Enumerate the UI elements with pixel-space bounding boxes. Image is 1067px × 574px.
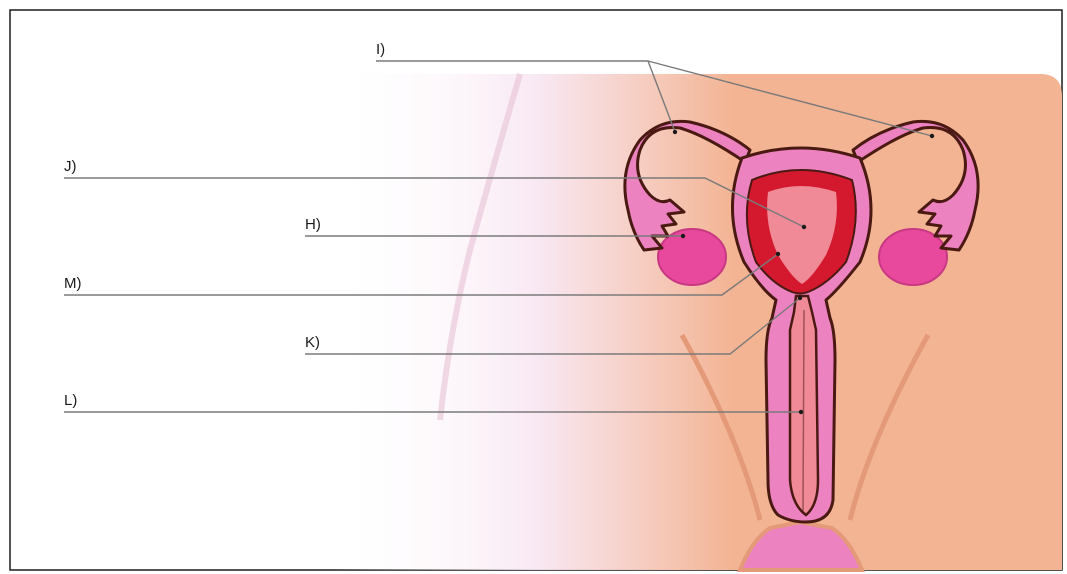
label-k: K) bbox=[305, 334, 320, 351]
label-i: I) bbox=[376, 41, 385, 58]
label-m: M) bbox=[64, 275, 82, 292]
dot-k bbox=[798, 296, 802, 300]
label-j: J) bbox=[64, 158, 77, 175]
canal-divider bbox=[803, 310, 804, 512]
dot-h bbox=[681, 234, 685, 238]
dot-i-left bbox=[673, 130, 677, 134]
dot-i-right bbox=[930, 134, 934, 138]
dot-j bbox=[802, 225, 806, 229]
label-l: L) bbox=[64, 392, 77, 409]
dot-l bbox=[799, 410, 803, 414]
label-h: H) bbox=[305, 216, 321, 233]
dot-m bbox=[776, 252, 780, 256]
skin-background bbox=[330, 74, 1062, 570]
